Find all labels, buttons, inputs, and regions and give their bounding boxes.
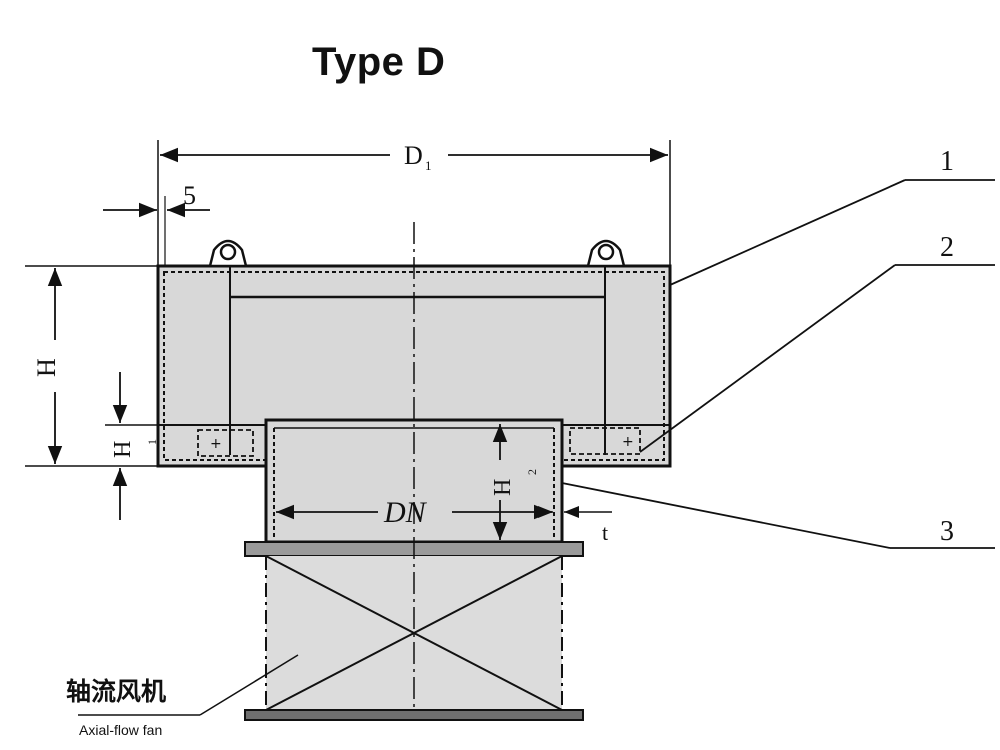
- d1-subscript: 1: [425, 158, 432, 173]
- dimension-dn: DN: [276, 496, 552, 529]
- part-number-1: 1: [940, 146, 954, 177]
- dimension-h1: H 1: [105, 372, 159, 520]
- fan-label-leader: [78, 654, 299, 716]
- d1-label: D: [404, 141, 423, 170]
- part-number-3: 3: [940, 516, 954, 547]
- h1-label: H: [110, 441, 136, 458]
- flange-bottom: [244, 709, 584, 721]
- t-label: t: [602, 520, 608, 545]
- h2-label: H: [490, 479, 516, 496]
- h-label: H: [32, 358, 61, 377]
- diagram-title: Type D: [312, 40, 446, 84]
- part-number-2: 2: [940, 232, 954, 263]
- leader-part-3: 3: [561, 482, 995, 549]
- fan-label-chinese: 轴流风机: [66, 677, 167, 706]
- dimension-five: 5: [103, 181, 210, 266]
- five-label: 5: [183, 181, 196, 210]
- dimension-h2: H 2: [490, 424, 539, 540]
- lifting-lug-left: [208, 239, 248, 268]
- dimension-d1: D 1: [157, 140, 671, 266]
- lifting-lug-right: [586, 239, 626, 268]
- h1-subscript: 1: [145, 439, 159, 445]
- fan-label-english: Axial-flow fan: [79, 722, 163, 738]
- dimension-h: H: [25, 265, 158, 467]
- h2-subscript: 2: [525, 469, 539, 475]
- leader-part-2: 2: [639, 232, 995, 453]
- leader-part-1: 1: [669, 146, 995, 286]
- dimension-t: t: [535, 506, 612, 545]
- dn-label: DN: [383, 496, 428, 529]
- svg-text:+: +: [622, 434, 634, 450]
- svg-text:+: +: [210, 436, 222, 452]
